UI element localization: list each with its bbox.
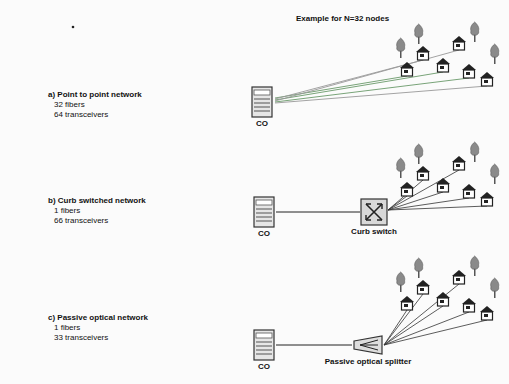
fiber-link [276, 345, 352, 346]
node-label: CO [258, 229, 270, 239]
houses-c [397, 256, 499, 320]
fibers-a [275, 50, 487, 103]
network-count: 64 transceivers [54, 110, 108, 120]
node-label: Curb switch [351, 227, 397, 237]
switch-icon [360, 198, 388, 226]
houses-b [397, 142, 499, 206]
splitter-icon [352, 334, 384, 356]
node-label: CO [258, 362, 270, 372]
network-type: a) Point to point network [48, 90, 142, 100]
network-count: 1 fibers [54, 206, 80, 216]
equipment-node: CO [252, 196, 276, 239]
diagram-title: Example for N=32 nodes [296, 14, 389, 24]
node-label: CO [256, 119, 268, 129]
node-label: Passive optical splitter [325, 357, 412, 367]
drops-b [388, 170, 487, 210]
co-icon [252, 329, 276, 361]
fiber-link [276, 212, 360, 213]
network-count: 33 transceivers [54, 333, 108, 343]
dot-mark [72, 26, 75, 29]
network-count: 32 fibers [54, 100, 85, 110]
network-type: c) Passive optical network [48, 313, 148, 323]
equipment-node: CO [250, 86, 274, 129]
equipment-node: Curb switch [351, 198, 397, 237]
network-count: 66 transceivers [54, 216, 108, 226]
co-icon [252, 196, 276, 228]
houses-a [397, 22, 499, 86]
network-type: b) Curb switched network [48, 196, 146, 206]
drops-c [384, 284, 487, 345]
equipment-node: Passive optical splitter [325, 334, 412, 367]
network-count: 1 fibers [54, 323, 80, 333]
equipment-node: CO [252, 329, 276, 372]
co-icon [250, 86, 274, 118]
